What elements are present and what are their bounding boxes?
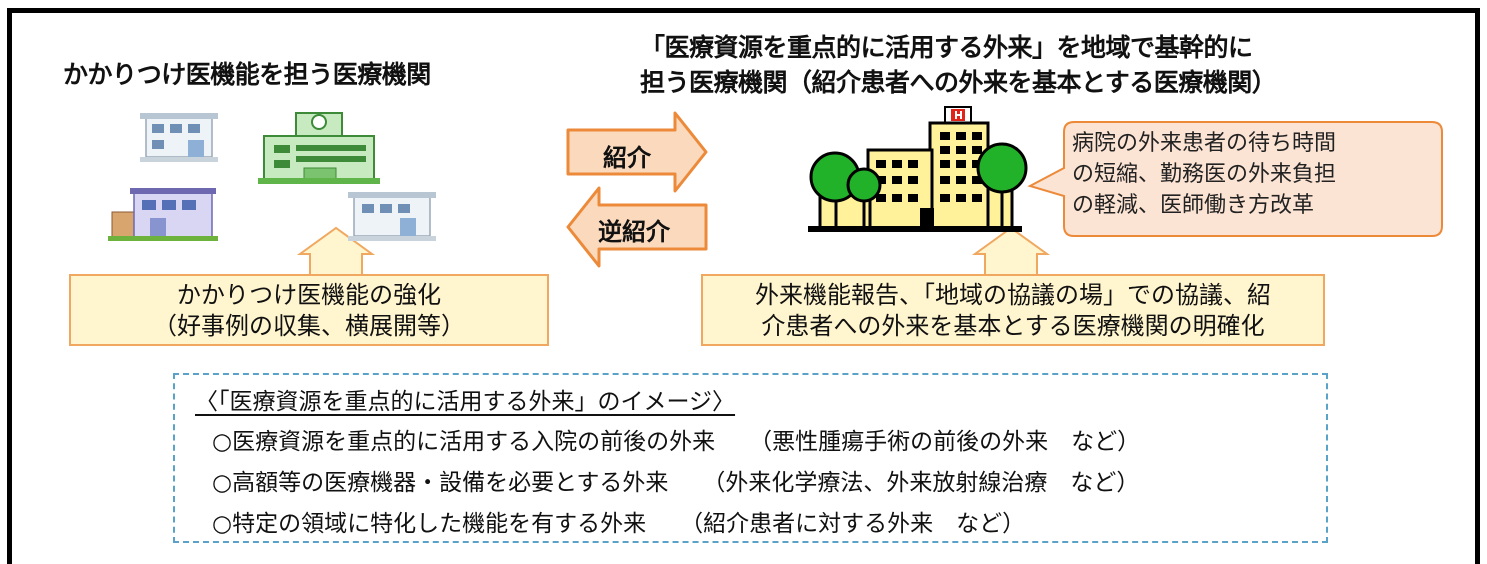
- referral-arrow: [566, 111, 708, 193]
- outpatient-item: ○高額等の医療機器・設備を必要とする外来 （外来化学療法、外来放射線治療 など）: [212, 463, 1139, 497]
- callout-line2: の短縮、勤務医の外来負担: [1072, 162, 1337, 187]
- referral-label: 紹介: [603, 144, 651, 172]
- left-title: かかりつけ医機能を担う医療機関: [63, 60, 431, 89]
- clinic-building-icon: [140, 113, 218, 162]
- outpatient-item-note: （悪性腫瘍手術の前後の外来 など）: [749, 429, 1141, 455]
- right-box-line1: 外来機能報告、「地域の協議の場」での協議、紹: [755, 281, 1271, 309]
- left-box-line1: かかりつけ医機能の強化: [176, 281, 442, 309]
- reverse-referral-arrow: [566, 186, 708, 268]
- right-title: 「医療資源を重点的に活用する外来」を地域で基幹的に 担う医療機関（紹介患者への外…: [640, 30, 1440, 100]
- outpatient-item-main: ○医療資源を重点的に活用する入院の前後の外来: [212, 429, 716, 455]
- right-title-line1: 「医療資源を重点的に活用する外来」を地域で基幹的に: [640, 33, 1253, 62]
- outpatient-item: ○特定の領域に特化した機能を有する外来 （紹介患者に対する外来 など）: [212, 504, 1025, 538]
- right-title-line2: 担う医療機関（紹介患者への外来を基本とする医療機関）: [640, 68, 1277, 97]
- callout-line3: の軽減、医師働き方改革: [1072, 193, 1315, 218]
- outpatient-item: ○医療資源を重点的に活用する入院の前後の外来 （悪性腫瘍手術の前後の外来 など）: [212, 422, 1140, 456]
- callout-text: 病院の外来患者の待ち時間 の短縮、勤務医の外来負担 の軽減、医師働き方改革: [1072, 128, 1432, 221]
- left-info-box: かかりつけ医機能の強化 （好事例の収集、横展開等）: [69, 274, 549, 346]
- hospital-building-icon: [258, 112, 380, 184]
- up-arrow-right: [958, 226, 1064, 276]
- large-hospital-icon: [808, 106, 1028, 232]
- left-box-line2: （好事例の収集、横展開等）: [153, 312, 465, 340]
- callout-line1: 病院の外来患者の待ち時間: [1072, 131, 1337, 156]
- outpatient-item-note: （外来化学療法、外来放射線治療 など）: [702, 470, 1140, 496]
- outpatient-image-heading: 〈「医療資源を重点的に活用する外来」のイメージ〉: [195, 389, 736, 415]
- right-info-box: 外来機能報告、「地域の協議の場」での協議、紹 介患者への外来を基本とする医療機関…: [701, 274, 1325, 346]
- outpatient-item-main: ○特定の領域に特化した機能を有する外来: [212, 511, 647, 537]
- outpatient-image-box: [173, 373, 1328, 543]
- clinic-building-icon: [108, 188, 218, 241]
- reverse-referral-label: 逆紹介: [598, 218, 670, 246]
- callout-bubble: [1027, 121, 1443, 237]
- outpatient-item-main: ○高額等の医療機器・設備を必要とする外来: [212, 470, 669, 496]
- clinic-building-icon: [348, 192, 436, 241]
- right-box-line2: 介患者への外来を基本とする医療機関の明確化: [761, 312, 1265, 340]
- outpatient-item-note: （紹介患者に対する外来 など）: [680, 511, 1026, 537]
